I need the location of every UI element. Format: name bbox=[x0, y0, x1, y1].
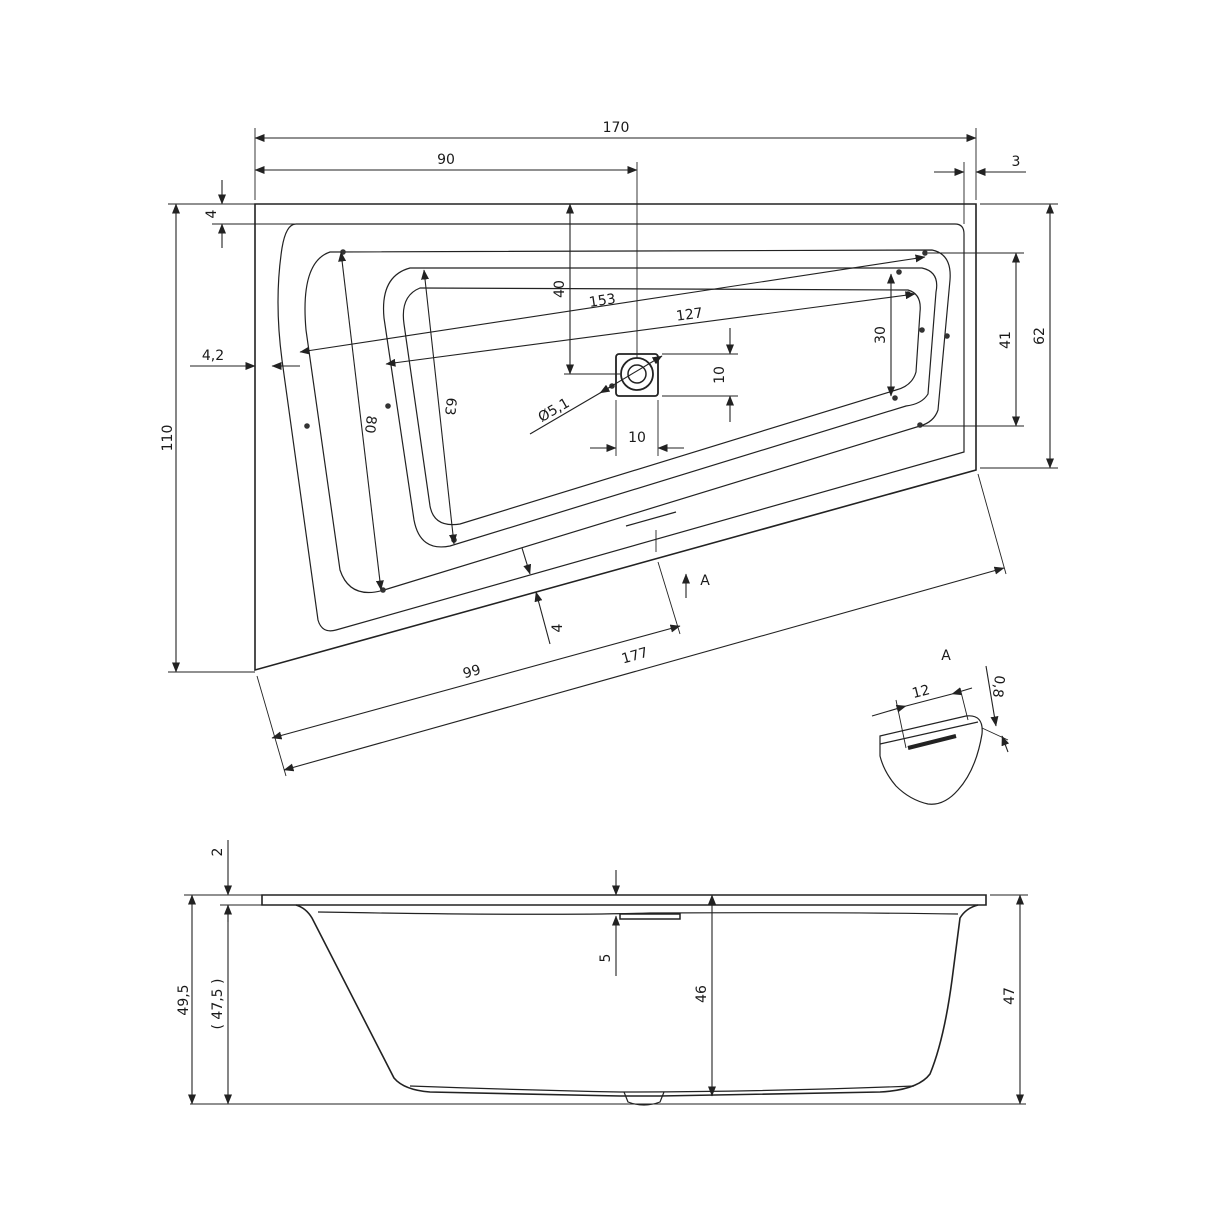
side-basin-bottom bbox=[409, 1085, 915, 1093]
plan-rim-contour bbox=[277, 223, 965, 632]
side-view: 2 49,5 ( 47,5 ) 5 46 47 bbox=[176, 840, 1028, 1106]
dim-right-inner-width-2: 30 bbox=[873, 326, 889, 344]
plan-outer-outline bbox=[254, 203, 977, 672]
side-basin bbox=[295, 904, 979, 1097]
dim-right-height: 47 bbox=[1002, 987, 1018, 1005]
dim-total-length: 170 bbox=[603, 120, 630, 136]
plan-view: 170 90 3 4 110 4,2 62 41 bbox=[160, 120, 1058, 777]
detail-a-title: A bbox=[941, 648, 951, 664]
plan-basin-floor bbox=[402, 287, 921, 526]
dim-drain-box-height: 10 bbox=[712, 366, 728, 384]
dim-right-inner-width: 41 bbox=[998, 331, 1014, 349]
dim-front-length: 177 bbox=[620, 645, 650, 668]
dim-diagonal-outer: 153 bbox=[588, 291, 617, 311]
dim-right-rim: 3 bbox=[1012, 154, 1021, 170]
dim-left-width-inner: 63 bbox=[441, 397, 459, 416]
dim-overflow-depth: 5 bbox=[598, 954, 614, 963]
overflow-slot bbox=[625, 511, 677, 527]
detail-a-profile bbox=[879, 715, 983, 805]
detail-a-thickness: 0,8 bbox=[989, 675, 1007, 699]
dim-top-rim: 4 bbox=[204, 209, 220, 218]
dim-drain-diameter: Ø5,1 bbox=[536, 395, 573, 426]
dim-front-partial: 99 bbox=[461, 662, 482, 682]
dim-drain-offset-y: 40 bbox=[552, 280, 568, 298]
dim-drain-offset-x: 90 bbox=[437, 152, 455, 168]
section-marker-a: A bbox=[700, 573, 710, 589]
dim-inner-height: ( 47,5 ) bbox=[210, 979, 226, 1030]
dim-left-width-outer: 80 bbox=[361, 415, 379, 435]
side-rim bbox=[261, 894, 987, 906]
dim-diagonal-inner: 127 bbox=[675, 305, 704, 324]
dim-total-height: 49,5 bbox=[176, 984, 192, 1015]
side-overflow bbox=[619, 913, 681, 920]
dim-right-side-width: 62 bbox=[1032, 327, 1048, 345]
dim-rim-height: 2 bbox=[210, 848, 226, 857]
plan-basin-outer bbox=[304, 249, 951, 594]
drain-circle-outer bbox=[620, 357, 654, 391]
side-drain bbox=[623, 1091, 665, 1106]
dim-left-rim: 4,2 bbox=[202, 348, 224, 364]
dim-center-depth: 46 bbox=[694, 985, 710, 1003]
side-basin-lip bbox=[317, 911, 959, 915]
dim-front-rim: 4 bbox=[550, 623, 566, 632]
dim-overall-width: 110 bbox=[160, 425, 176, 452]
dim-drain-box-width: 10 bbox=[628, 430, 646, 446]
detail-a: A 12 0,8 bbox=[871, 648, 1010, 805]
detail-a-width: 12 bbox=[910, 682, 931, 702]
